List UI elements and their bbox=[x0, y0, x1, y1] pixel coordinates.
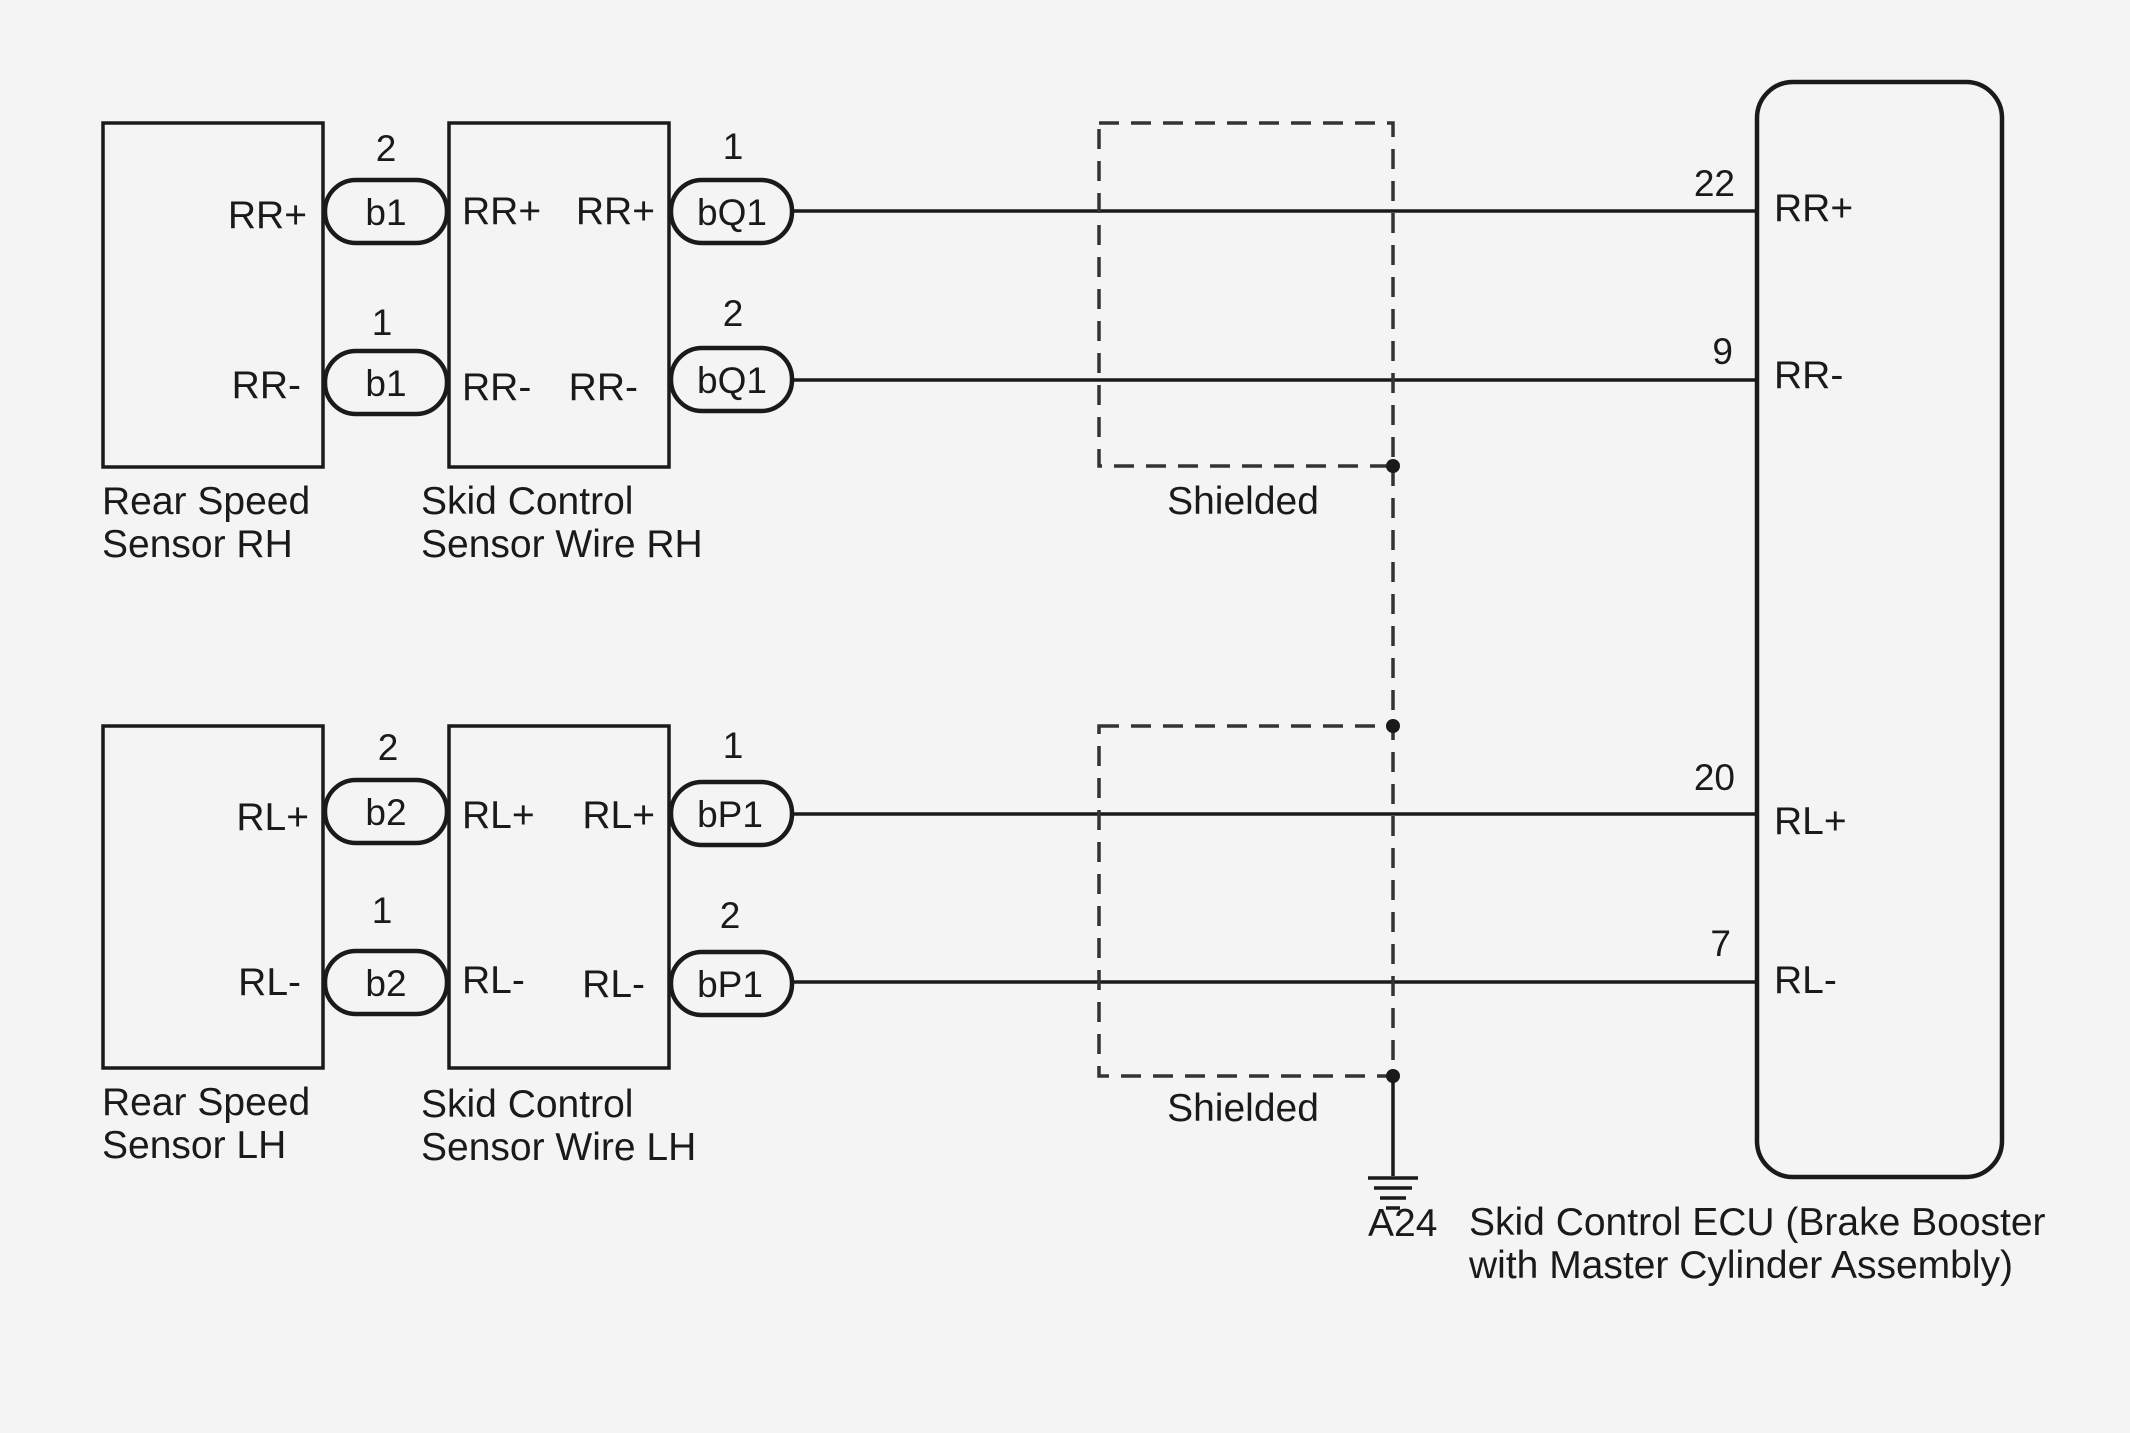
junction-dot bbox=[1386, 719, 1400, 733]
caption-sensor-wire-rh: Skid Control Sensor Wire RH bbox=[421, 480, 703, 566]
terminal-label: RR+ bbox=[576, 190, 655, 233]
connector-label: b1 bbox=[365, 192, 406, 233]
connector-label: bQ1 bbox=[697, 360, 767, 401]
connector-b1-pin2: b1 bbox=[322, 177, 450, 246]
shield-lh bbox=[1097, 724, 1395, 1078]
terminal-label: RR+ bbox=[1774, 187, 1853, 230]
connector-bq1-pin1: bQ1 bbox=[668, 177, 795, 246]
pin-number: 7 bbox=[1710, 923, 1731, 964]
terminal-label: RL+ bbox=[582, 794, 655, 837]
pin-number: 9 bbox=[1712, 331, 1733, 372]
shield-rh bbox=[1097, 121, 1395, 468]
terminal-label: RL- bbox=[462, 959, 525, 1002]
pin-number: 2 bbox=[376, 128, 397, 169]
pin-number: 20 bbox=[1694, 757, 1735, 798]
connector-label: b2 bbox=[365, 963, 406, 1004]
terminal-label: RR+ bbox=[462, 190, 541, 233]
terminal-label: RL+ bbox=[1774, 800, 1847, 843]
terminal-label: RR+ bbox=[228, 194, 307, 237]
connector-label: b2 bbox=[365, 792, 406, 833]
terminal-label: RR- bbox=[1774, 354, 1843, 397]
rear-speed-sensor-rh-box bbox=[101, 121, 325, 469]
connector-label: bQ1 bbox=[697, 192, 767, 233]
pin-number: 1 bbox=[372, 302, 393, 343]
pin-number: 2 bbox=[378, 727, 399, 768]
rear-speed-sensor-lh-box bbox=[101, 724, 325, 1070]
pin-number: 1 bbox=[723, 126, 744, 167]
connector-label: bP1 bbox=[697, 964, 763, 1005]
caption-sensor-wire-lh: Skid Control Sensor Wire LH bbox=[421, 1083, 696, 1169]
connector-label: bP1 bbox=[697, 794, 763, 835]
connector-label: b1 bbox=[365, 363, 406, 404]
connector-bq1-pin2: bQ1 bbox=[668, 345, 795, 414]
terminal-label: RR- bbox=[462, 366, 531, 409]
sensor-wire-lh-box bbox=[447, 724, 671, 1070]
junction-dot bbox=[1386, 459, 1400, 473]
shield-label-rh: Shielded bbox=[1167, 480, 1319, 523]
terminal-label: RR- bbox=[569, 366, 638, 409]
terminal-label: RR- bbox=[232, 364, 301, 407]
ecu-connector-code: A24 bbox=[1368, 1202, 1437, 1245]
terminal-label: RL+ bbox=[236, 796, 309, 839]
junction-dot bbox=[1386, 1069, 1400, 1083]
shield-label-lh: Shielded bbox=[1167, 1087, 1319, 1130]
sensor-wire-rh-box bbox=[447, 121, 671, 469]
terminal-label: RL- bbox=[582, 963, 645, 1006]
connector-b2-pin2: b2 bbox=[322, 777, 450, 846]
skid-control-ecu-box bbox=[1754, 79, 2005, 1180]
connector-b2-pin1: b2 bbox=[322, 948, 450, 1017]
caption-skid-control-ecu: Skid Control ECU (Brake Booster with Mas… bbox=[1468, 1201, 2056, 1287]
caption-rear-speed-sensor-lh: Rear Speed Sensor LH bbox=[102, 1081, 321, 1167]
pin-number: 1 bbox=[723, 725, 744, 766]
pin-number: 22 bbox=[1694, 163, 1735, 204]
pin-number: 1 bbox=[372, 890, 393, 931]
ground-icon bbox=[1368, 1176, 1418, 1210]
connector-b1-pin1: b1 bbox=[322, 348, 450, 417]
terminal-label: RL- bbox=[1774, 959, 1837, 1002]
caption-rear-speed-sensor-rh: Rear Speed Sensor RH bbox=[102, 480, 321, 566]
terminal-label: RL+ bbox=[462, 794, 535, 837]
pin-number: 2 bbox=[723, 293, 744, 334]
pin-number: 2 bbox=[720, 895, 741, 936]
connector-bp1-pin1: bP1 bbox=[668, 779, 795, 848]
terminal-label: RL- bbox=[238, 961, 301, 1004]
connector-bp1-pin2: bP1 bbox=[668, 949, 795, 1018]
